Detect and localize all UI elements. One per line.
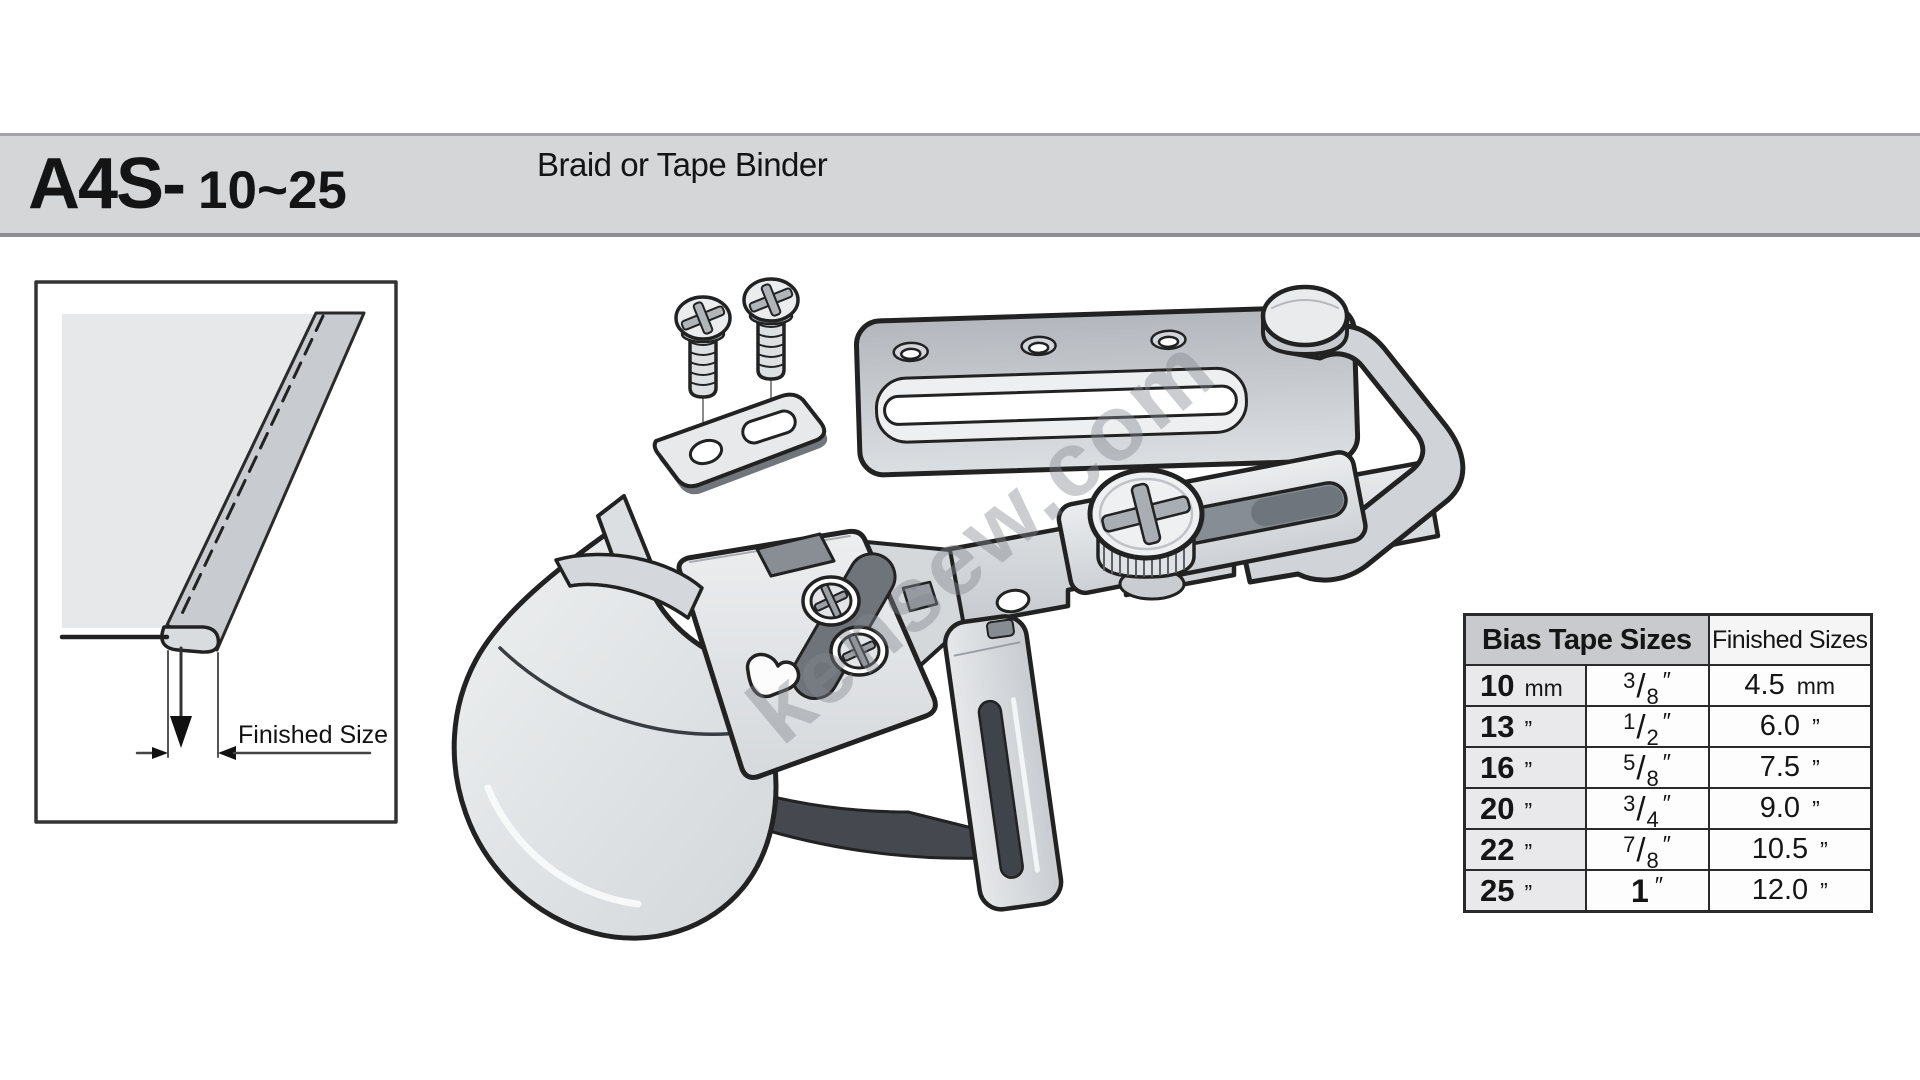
dim-arrowhead-right	[218, 746, 236, 760]
down-arrowhead	[170, 716, 192, 748]
thumb-screw	[1087, 467, 1205, 601]
binder-screw-upper	[801, 575, 861, 627]
binder-screw-lower	[829, 625, 889, 677]
small-mounting-plate	[652, 392, 828, 495]
cylindrical-post	[1260, 284, 1350, 356]
mounting-bar	[853, 304, 1361, 478]
dim-arrowhead-left	[152, 747, 168, 759]
finished-size-unit: ”	[1820, 878, 1828, 904]
finished-size-unit: ”	[1812, 755, 1820, 781]
bias-size-mm-unit: ”	[1524, 756, 1533, 783]
bias-size-mm: 20	[1480, 790, 1515, 826]
bias-size-inch: 3	[1623, 790, 1636, 816]
bias-size-mm: 22	[1480, 831, 1515, 867]
bias-size-mm-unit: ”	[1524, 838, 1533, 865]
table-row: 22” 7/8″ 10.5”	[1463, 828, 1873, 873]
finished-size-unit: ”	[1812, 796, 1820, 822]
screw-left	[674, 295, 732, 399]
stitch-dashed-line	[177, 314, 325, 622]
bias-size-mm-unit: ”	[1524, 797, 1533, 824]
plate-oblong-slot	[741, 409, 797, 445]
bias-size-inch: 7	[1623, 831, 1636, 857]
finished-size-diagram: Finished Size	[34, 280, 398, 824]
exploded-binder-illustration	[451, 277, 1466, 941]
table-row: 13” 1/2″ 6.0”	[1463, 705, 1873, 750]
finished-size-unit: ”	[1812, 714, 1820, 740]
table-header-row: Bias Tape Sizes Finished Sizes	[1463, 613, 1873, 666]
fabric-panel	[62, 314, 316, 628]
phillips-cross-icon	[841, 633, 877, 669]
bias-size-mm: 16	[1480, 749, 1515, 785]
finished-size-value: 6.0	[1759, 710, 1801, 742]
phillips-cross-icon	[748, 283, 794, 317]
finished-size-label: Finished Size	[238, 721, 388, 749]
finished-size-value: 12.0	[1751, 874, 1809, 906]
finished-size-unit: ”	[1820, 837, 1828, 863]
phillips-cross-icon	[1101, 482, 1191, 546]
tape-exit-slot	[977, 699, 1024, 879]
bias-size-mm-unit: ”	[1524, 879, 1533, 906]
finished-size-value: 4.5	[1744, 669, 1785, 701]
binding-fold-curl	[160, 625, 221, 654]
model-block: A4S- 10~25	[28, 136, 347, 233]
bias-size-inch: 1	[1623, 708, 1636, 734]
strip-hole	[995, 588, 1031, 614]
bias-size-mm-unit: ”	[1524, 715, 1533, 742]
phillips-cross-icon	[813, 583, 849, 619]
elbow-arm	[1239, 323, 1466, 585]
finished-size-value: 9.0	[1759, 792, 1801, 824]
bar-countersunk-holes	[892, 329, 1187, 363]
model-range: 10~25	[198, 161, 347, 220]
bias-binding-strip	[165, 311, 366, 652]
bias-size-mm-unit: mm	[1524, 674, 1563, 701]
kidney-cutout	[745, 652, 801, 699]
product-name: Braid or Tape Binder	[537, 146, 828, 183]
table-row: 25” 1″ 12.0”	[1463, 869, 1873, 913]
model-code: A4S-	[28, 144, 186, 224]
finished-size-unit: mm	[1796, 673, 1836, 699]
bias-size-mm: 25	[1480, 872, 1515, 908]
bar-slot	[883, 384, 1238, 426]
plate-top-tab	[755, 532, 836, 578]
plate-round-hole	[688, 438, 724, 466]
phillips-cross-icon	[680, 301, 726, 335]
screw-threads	[689, 341, 717, 386]
binder-top-plate	[676, 528, 939, 780]
table-row: 20” 3/4″ 9.0”	[1463, 787, 1873, 832]
tape-exit-piece	[942, 614, 1064, 912]
screw-threads	[757, 323, 785, 368]
finished-size-value: 7.5	[1759, 751, 1801, 783]
header-bar: A4S- 10~25 Braid or Tape Binder	[0, 133, 1920, 237]
bias-size-inch: 3	[1623, 667, 1636, 693]
bias-size-mm: 10	[1480, 667, 1515, 703]
screw-right	[742, 277, 800, 381]
bias-size-mm: 13	[1480, 708, 1515, 744]
header-finished-sizes: Finished Sizes	[1707, 613, 1873, 666]
bias-size-inch: 5	[1623, 749, 1636, 775]
header-bias-tape-sizes: Bias Tape Sizes	[1463, 613, 1710, 666]
plate-side-tab	[901, 580, 939, 613]
finished-size-value: 10.5	[1751, 833, 1809, 865]
table-row: 16” 5/8″ 7.5”	[1463, 746, 1873, 791]
exit-top-notch	[985, 618, 1015, 640]
scroll-blade	[554, 552, 704, 620]
